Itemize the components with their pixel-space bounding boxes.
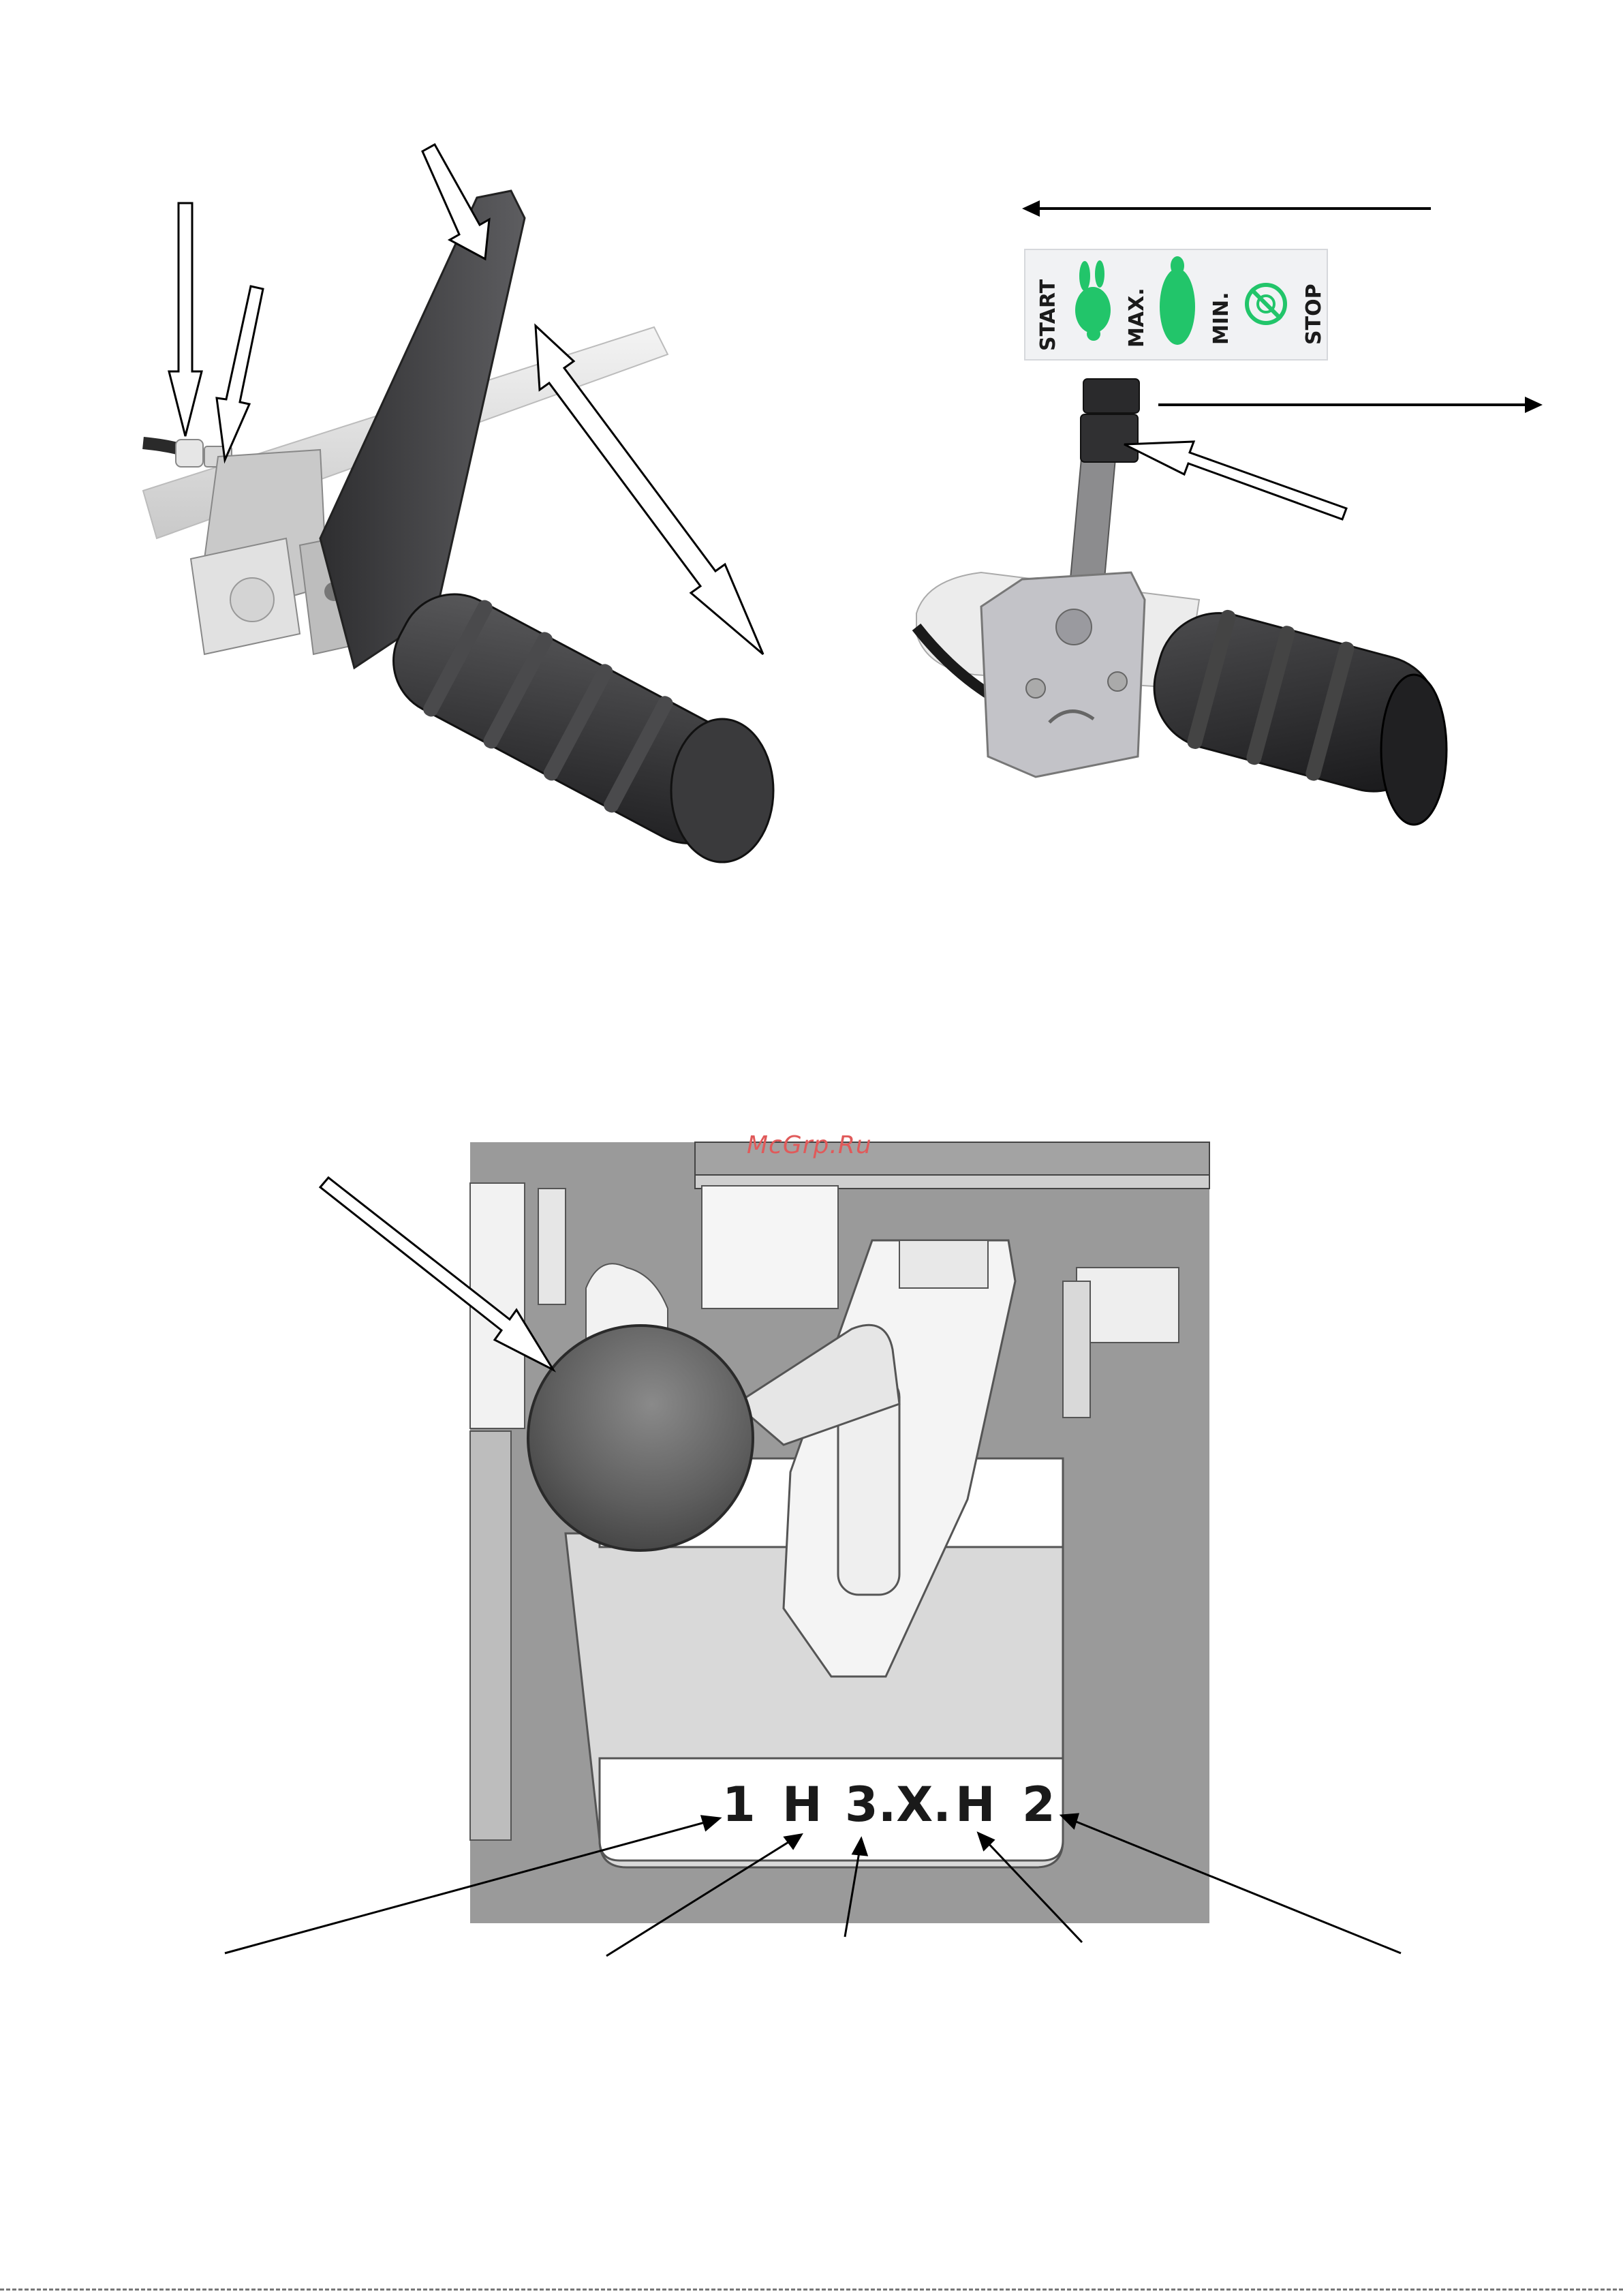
throttle-label-strip: START MAX. MIN. STOP [1025, 249, 1327, 360]
gear-position-2: 2 [1022, 1777, 1055, 1833]
clutch-lever-illustration [0, 0, 811, 900]
bottom-rule [0, 2289, 1623, 2291]
gear-position-1: 1 [722, 1777, 756, 1833]
watermark: McGrp.Ru [747, 1131, 872, 1159]
label-start: START [1036, 279, 1060, 351]
label-max: MAX. [1125, 288, 1149, 348]
label-min: MIN. [1209, 292, 1233, 345]
gear-shift-illustration: 1 H 3.X. H 2 [0, 1090, 1623, 1976]
gear-position-neutral-1: H [782, 1777, 822, 1833]
gear-position-reverse: 3.X. [845, 1777, 951, 1833]
gear-position-neutral-2: H [955, 1777, 995, 1833]
throttle-lever-illustration: START MAX. MIN. STOP [886, 0, 1623, 900]
label-stop: STOP [1302, 284, 1326, 345]
